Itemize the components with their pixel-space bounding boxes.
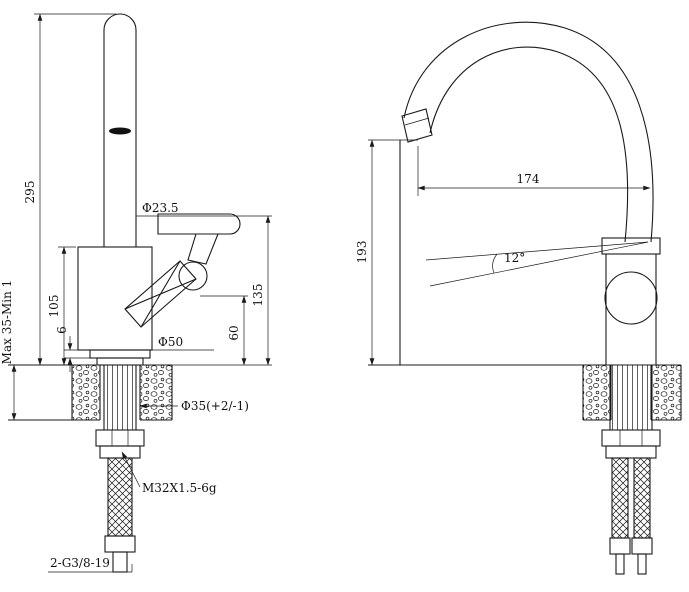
dim-outlet-height-label: 60: [227, 325, 241, 340]
dim-swivel-angle-label: 12°: [504, 251, 525, 265]
dim-base-plate-label: 6: [55, 326, 69, 334]
front-view: 295 105 6 Max 35-Min 1 135: [0, 13, 272, 573]
dim-shank-thread-label: M32X1.5-6g: [142, 481, 217, 495]
hose-nut-right: [631, 537, 653, 555]
dim-handle-height-label: 135: [251, 284, 265, 307]
dim-swivel-angle: 12°: [425, 241, 649, 287]
hose-nut: [104, 535, 136, 553]
handle-assembly: [124, 213, 241, 328]
dim-base-diameter-label: Φ50: [158, 335, 183, 349]
hose-end-left: [615, 553, 625, 575]
dim-spout-diameter-label: Φ23.5: [142, 201, 179, 215]
handle-cone: [124, 260, 197, 328]
shank-and-hoses-side: [601, 365, 661, 575]
shank-and-hose: [95, 365, 145, 573]
mounting-nut-side: [601, 429, 661, 447]
side-body: [601, 237, 661, 365]
dim-base-plate: 6: [55, 326, 95, 372]
mounting-washer: [99, 445, 141, 459]
faucet-body: [77, 246, 153, 366]
dim-overall-height: 295: [23, 13, 116, 366]
spout-tube: [103, 13, 137, 247]
swivel-joint: [604, 271, 658, 325]
hose-nut-left: [609, 537, 631, 555]
hose-end-fitting: [112, 551, 128, 573]
dim-handle-height: 135: [136, 215, 272, 366]
dim-base-diameter: Φ50: [152, 335, 214, 351]
dim-spout-height: 193: [355, 139, 375, 366]
spout-outlet: [401, 108, 433, 143]
dim-spout-height-label: 193: [355, 241, 369, 264]
handle-stem: [187, 233, 219, 265]
dim-body-height-label: 105: [47, 295, 61, 318]
base-plate: [89, 349, 151, 359]
hose-end-right: [637, 553, 647, 575]
dim-overall-height-label: 295: [23, 181, 37, 204]
dim-spout-reach: 174: [417, 146, 651, 196]
countertop-section: [8, 364, 173, 421]
dim-mounting-range: Max 35-Min 1: [0, 280, 17, 421]
handle-lever: [157, 213, 241, 235]
dim-shank-thread: M32X1.5-6g: [121, 451, 217, 495]
dim-spout-diameter: Φ23.5: [142, 201, 179, 215]
dim-hose-thread-label: 2-G3/8-19: [50, 556, 110, 570]
base-gasket: [96, 357, 144, 366]
dim-outlet-height: 60: [200, 295, 248, 366]
dim-mounting-hole-label: Φ35(+2/-1): [181, 399, 249, 413]
mounting-washer-side: [605, 445, 657, 459]
side-outline: [368, 139, 418, 365]
handle-ball-joint: [178, 261, 208, 291]
dim-mounting-hole: Φ35(+2/-1): [139, 399, 249, 413]
side-view: 174 193 12°: [355, 21, 682, 575]
aerator-mark: [109, 127, 131, 135]
gooseneck-spout: [403, 21, 654, 243]
dim-hose-thread: 2-G3/8-19: [48, 556, 133, 573]
dim-spout-reach-label: 174: [517, 172, 540, 186]
dim-body-height: 105: [47, 246, 76, 366]
dim-mounting-range-label: Max 35-Min 1: [0, 280, 14, 365]
mounting-nut: [95, 429, 145, 447]
